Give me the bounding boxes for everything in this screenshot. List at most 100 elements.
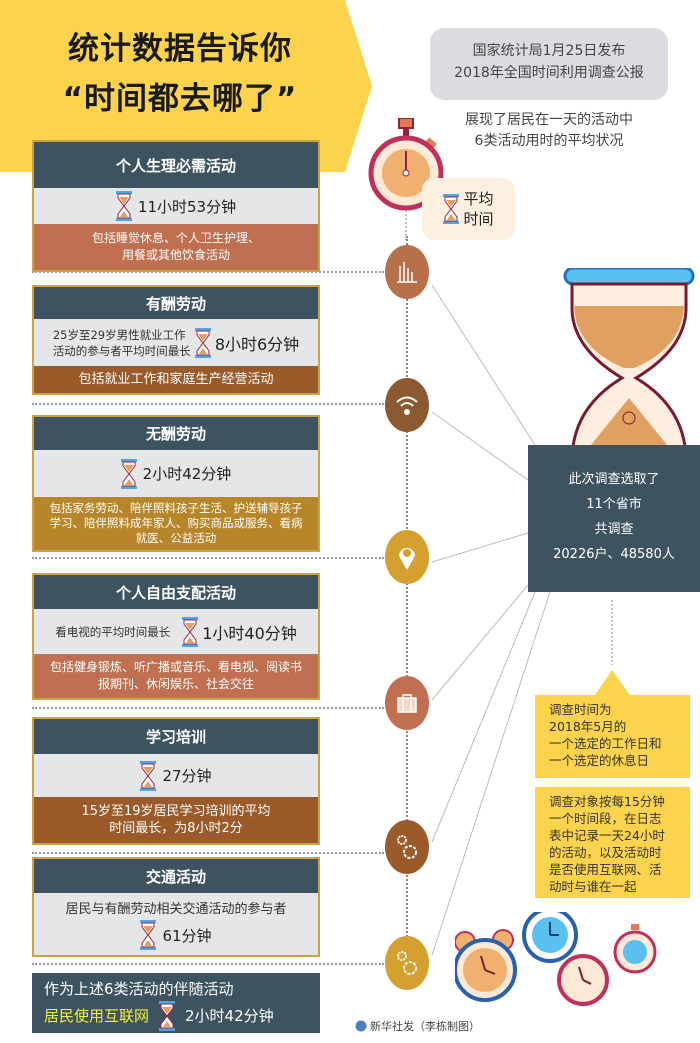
activity-card-paid-work: 有酬劳动 25岁至29岁男性就业工作活动的参与者平均时间最长 8小时6分钟 包括…	[32, 285, 320, 395]
desc-line: 报期刊、休闲娱乐、社会交往	[97, 677, 254, 691]
activity-card-leisure: 个人自由支配活动 看电视的平均时间最长 1小时40分钟 包括健身锻炼、听广播或音…	[32, 573, 320, 700]
desc-line: 包括家务劳动、陪伴照料孩子生活、护送辅导孩子	[49, 501, 303, 515]
card-description: 15岁至19岁居民学习培训的平均 时间最长，为8小时2分	[34, 797, 318, 843]
card-title: 有酬劳动	[34, 287, 318, 319]
activity-card-personal-needs: 个人生理必需活动 11小时53分钟 包括睡觉休息、个人卫生护理、 用餐或其他饮食…	[32, 140, 320, 272]
desc-line: 包括健身锻炼、听广播或音乐、看电视、阅读书	[49, 660, 302, 674]
note-line: 一个选定的工作日和	[549, 736, 662, 751]
legend-line-2: 时间	[463, 210, 494, 228]
page-title: 统计数据告诉你 “时间都去哪了”	[40, 24, 320, 124]
time-value: 11小时53分钟	[137, 197, 237, 216]
publication-line-2: 2018年全国时间利用调查公报	[454, 65, 644, 81]
desc-line: 就医、公益活动	[135, 531, 217, 545]
card-title: 交通活动	[34, 859, 318, 893]
note-line: 活动的参与者平均时间最长	[52, 343, 191, 358]
card-time: 看电视的平均时间最长 1小时40分钟	[34, 609, 318, 654]
subtitle-line-1: 展现了居民在一天的活动中	[465, 112, 633, 128]
title-line-1: 统计数据告诉你	[68, 31, 292, 67]
activity-card-unpaid-work: 无酬劳动 2小时42分钟 包括家务劳动、陪伴照料孩子生活、护送辅导孩子 学习、陪…	[32, 415, 320, 552]
internet-usage-box: 作为上述6类活动的伴随活动 居民使用互联网 2小时42分钟	[32, 973, 320, 1033]
note-line: 25岁至29岁男性就业工作	[52, 327, 186, 342]
publication-box: 国家统计局1月25日发布 2018年全国时间利用调查公报	[430, 28, 668, 100]
note-line: 一个选定的休息日	[549, 753, 650, 768]
time-value: 27分钟	[162, 767, 212, 785]
bar-chart-icon	[385, 245, 429, 299]
desc-line: 包括睡觉休息、个人卫生护理、	[91, 231, 260, 245]
card-description: 包括睡觉休息、个人卫生护理、 用餐或其他饮食活动	[34, 224, 318, 270]
timeline	[406, 236, 408, 976]
separator	[32, 271, 384, 273]
card-description: 包括健身锻炼、听广播或音乐、看电视、阅读书 报期刊、休闲娱乐、社会交往	[34, 654, 318, 698]
note-line: 调查对象按每15分钟	[549, 794, 665, 809]
hourglass-icon	[443, 194, 460, 224]
card-description: 包括就业工作和家庭生产经营活动	[34, 366, 318, 393]
survey-line-3: 共调查	[594, 522, 634, 537]
activity-card-transport: 交通活动 居民与有酬劳动相关交通活动的参与者 61分钟	[32, 857, 320, 957]
location-pin-icon	[385, 530, 429, 584]
note-line: 2018年5月的	[549, 719, 627, 734]
survey-line-1: 此次调查选取了	[568, 472, 660, 487]
credit: 新华社发（李栋制图）	[355, 1018, 480, 1034]
card-note: 25岁至29岁男性就业工作活动的参与者平均时间最长	[53, 327, 191, 359]
separator	[32, 707, 384, 709]
survey-time-note: 调查时间为 2018年5月的 一个选定的工作日和 一个选定的休息日	[535, 695, 690, 778]
internet-line-1: 作为上述6类活动的伴随活动	[44, 980, 234, 998]
subtitle: 展现了居民在一天的活动中 6类活动用时的平均状况	[430, 110, 668, 152]
hourglass-icon	[115, 191, 132, 221]
note-line: 调查时间为	[549, 702, 612, 717]
survey-method-note: 调查对象按每15分钟 一个时间段，在日志 表中记录一天24小时 的活动，以及活动…	[535, 787, 690, 898]
note-line: 是否使用互联网、活	[549, 862, 662, 877]
legend-average-time: 平均时间	[422, 178, 515, 240]
card-note: 居民与有酬劳动相关交通活动的参与者	[65, 902, 287, 917]
survey-scope-box: 此次调查选取了 11个省市 共调查 20226户、48580人	[528, 445, 700, 592]
separator	[32, 403, 384, 405]
internet-highlight: 居民使用互联网	[44, 1007, 150, 1025]
briefcase-icon	[385, 676, 429, 730]
hourglass-icon	[159, 1001, 176, 1031]
hourglass-icon	[182, 616, 199, 647]
card-title: 无酬劳动	[34, 417, 318, 450]
card-description: 包括家务劳动、陪伴照料孩子生活、护送辅导孩子 学习、陪伴照料成年家人、购买商品或…	[34, 497, 318, 550]
subtitle-line-2: 6类活动用时的平均状况	[474, 133, 624, 149]
card-time: 27分钟	[34, 754, 318, 797]
note-line: 一个时间段，在日志	[549, 811, 662, 826]
hourglass-icon	[140, 920, 157, 950]
title-line-2: “时间都去哪了”	[62, 81, 298, 117]
card-time: 11小时53分钟	[34, 188, 318, 224]
wifi-icon	[385, 378, 429, 432]
card-time: 25岁至29岁男性就业工作活动的参与者平均时间最长 8小时6分钟	[34, 319, 318, 366]
card-title: 学习培训	[34, 719, 318, 754]
time-value: 8小时6分钟	[214, 334, 300, 354]
separator	[32, 963, 384, 965]
desc-line: 时间最长，为8小时2分	[109, 821, 243, 836]
gears-icon	[385, 820, 429, 874]
survey-line-4: 20226户、48580人	[553, 547, 675, 562]
time-value: 1小时40分钟	[202, 623, 297, 643]
xinhua-logo-icon	[355, 1020, 367, 1032]
alarm-clock-icon	[455, 912, 657, 1006]
legend-line-1: 平均	[463, 190, 494, 208]
gears-icon	[385, 936, 429, 990]
card-time: 2小时42分钟	[34, 450, 318, 497]
publication-line-1: 国家统计局1月25日发布	[472, 43, 626, 59]
desc-line: 15岁至19岁居民学习培训的平均	[81, 804, 271, 819]
card-note: 看电视的平均时间最长	[55, 624, 171, 639]
separator	[32, 557, 384, 559]
time-row: 61分钟	[140, 920, 212, 950]
survey-line-2: 11个省市	[586, 497, 642, 512]
credit-text: 新华社发（李栋制图）	[370, 1020, 480, 1033]
time-value: 61分钟	[162, 926, 212, 945]
separator	[32, 852, 384, 854]
card-time: 居民与有酬劳动相关交通活动的参与者 61分钟	[34, 893, 318, 955]
hourglass-icon	[120, 458, 137, 489]
desc-line: 学习、陪伴照料成年家人、购买商品或服务、看病	[49, 516, 303, 530]
activity-card-study: 学习培训 27分钟 15岁至19岁居民学习培训的平均 时间最长，为8小时2分	[32, 717, 320, 845]
hourglass-icon	[194, 327, 211, 358]
desc-line: 用餐或其他饮食活动	[121, 248, 230, 262]
note-line: 的活动，以及活动时	[549, 845, 662, 860]
time-value: 2小时42分钟	[142, 465, 232, 483]
hourglass-icon	[140, 760, 157, 791]
time-value: 2小时42分钟	[185, 1007, 274, 1025]
note-line: 动时与谁在一起	[549, 879, 637, 894]
